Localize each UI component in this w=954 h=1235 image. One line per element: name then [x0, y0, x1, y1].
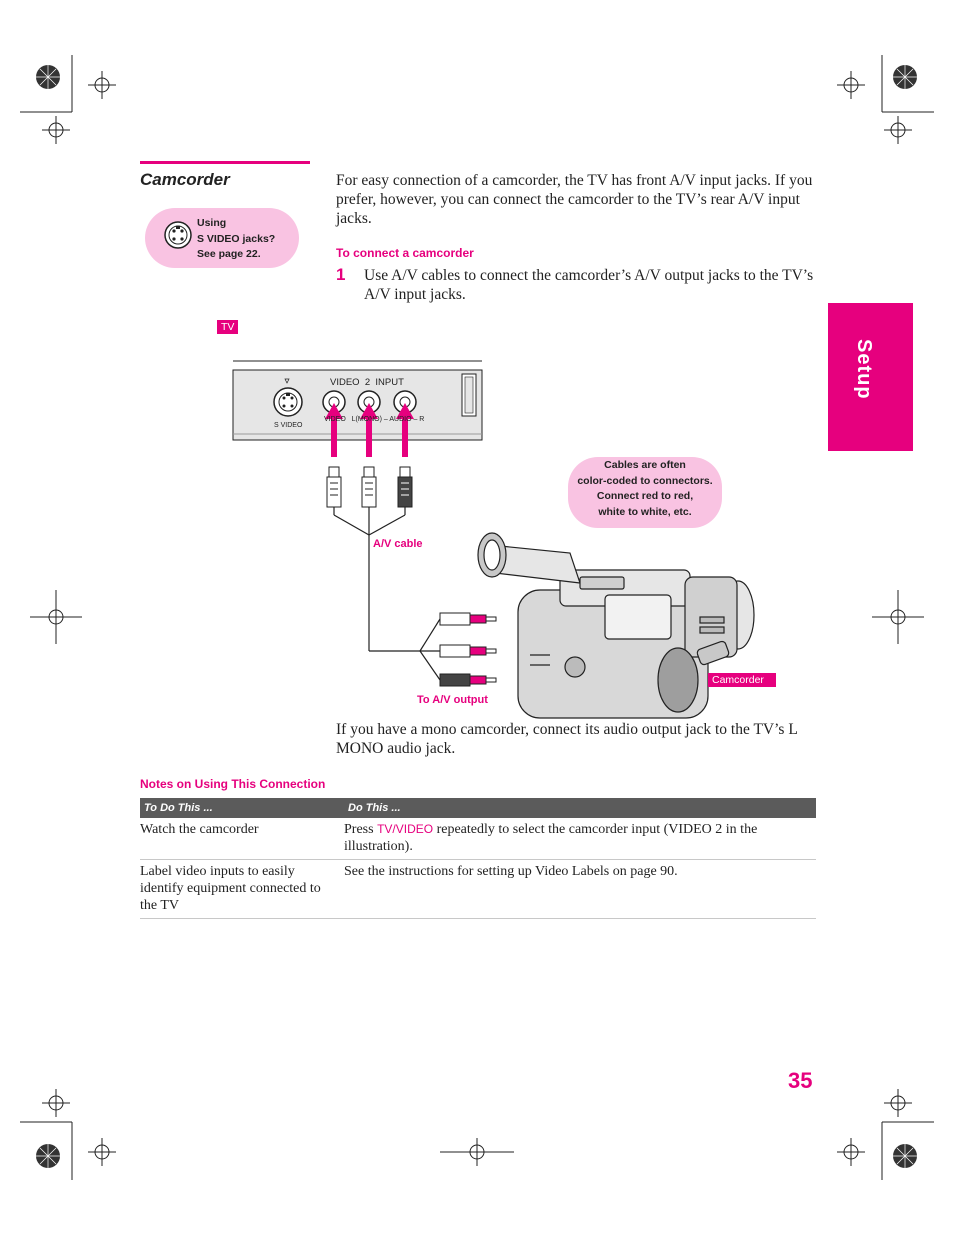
svideo-callout-line1: Using	[197, 217, 227, 229]
row-todo: Label video inputs to easily identify eq…	[140, 859, 344, 919]
panel-title: VIDEO 2 INPUT	[330, 377, 404, 388]
camcorder-illustration	[477, 532, 755, 719]
section-rule	[140, 161, 310, 164]
notes-table: To Do This ... Do This ... Watch the cam…	[140, 798, 816, 919]
row-do-prefix: Press	[344, 822, 378, 837]
color-coding-callout: Cables are often color-coded to connecto…	[568, 457, 722, 528]
svideo-callout-line3: See page 22.	[197, 248, 261, 260]
row-do-prefix: See the instructions for setting up Vide…	[344, 864, 678, 879]
svideo-callout-line2: S VIDEO jacks?	[197, 232, 276, 245]
col-header-do: Do This ...	[344, 798, 816, 818]
page-number: 35	[788, 1068, 813, 1093]
av-jack-labels: VIDEO L(MONO) – AUDIO – R	[324, 416, 425, 423]
svideo-callout: Using S VIDEO jacks? See page 22.	[145, 208, 299, 268]
tv-side-plugs	[326, 466, 413, 508]
table-row: Label video inputs to easily identify eq…	[140, 859, 816, 919]
row-do-suffix: repeatedly to select the camcorder input…	[344, 822, 758, 854]
step-text: Use A/V cables to connect the camcorder’…	[364, 267, 814, 303]
av-cable	[333, 507, 441, 681]
tv-input-panel	[232, 360, 483, 441]
av-cable-label: A/V cable	[373, 538, 423, 550]
row-todo: Watch the camcorder	[140, 818, 344, 860]
table-row: Watch the camcorder Press TV/VIDEO repea…	[140, 818, 816, 860]
procedure-heading: To connect a camcorder	[336, 246, 474, 260]
camcorder-tag: Camcorder	[708, 673, 776, 687]
section-title: Camcorder	[140, 170, 230, 189]
col-header-todo: To Do This ...	[140, 798, 344, 818]
svideo-jack-icon	[164, 221, 192, 249]
intro-paragraph: For easy connection of a camcorder, the …	[336, 172, 813, 227]
section-side-tab: Setup	[828, 303, 913, 451]
tv-video-button-label: TV/VIDEO	[377, 822, 434, 836]
color-callout-line2: color-coded to connectors.	[577, 474, 713, 487]
row-do: See the instructions for setting up Vide…	[344, 859, 816, 919]
color-callout-line4: white to white, etc.	[598, 505, 692, 518]
output-label: To A/V output	[417, 694, 488, 706]
tv-tag: TV	[217, 320, 239, 334]
color-callout-line1: Cables are often	[604, 459, 686, 471]
svideo-jack-label: S VIDEO	[274, 422, 303, 429]
side-tab-label: Setup	[853, 339, 875, 400]
camcorder-side-plugs	[439, 612, 497, 687]
notes-table-header: To Do This ... Do This ...	[140, 798, 816, 818]
insert-arrows	[325, 403, 414, 457]
row-do: Press TV/VIDEO repeatedly to select the …	[344, 818, 816, 860]
connection-diagram	[232, 360, 755, 719]
color-callout-line3: Connect red to red,	[596, 490, 694, 502]
step-number: 1	[336, 265, 346, 284]
mono-note: If you have a mono camcorder, connect it…	[336, 721, 798, 757]
notes-heading: Notes on Using This Connection	[140, 777, 326, 791]
